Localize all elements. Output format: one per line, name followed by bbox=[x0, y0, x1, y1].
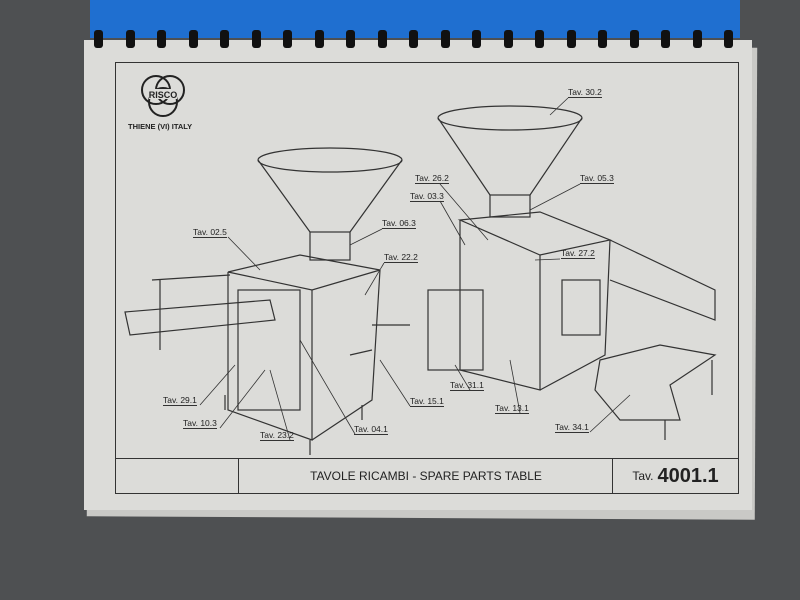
callout-label: Tav. 02.5 bbox=[193, 227, 227, 238]
spiral-ring bbox=[661, 30, 670, 48]
callout-label: Tav. 29.1 bbox=[163, 395, 197, 406]
spiral-ring bbox=[94, 30, 103, 48]
callout-label: Tav. 34.1 bbox=[555, 422, 589, 433]
spiral-ring bbox=[283, 30, 292, 48]
risco-logo: RISCO bbox=[141, 75, 185, 117]
spiral-ring bbox=[629, 30, 639, 48]
callout-label: Tav. 05.3 bbox=[580, 173, 614, 184]
tav-prefix: Tav. bbox=[632, 469, 654, 483]
tav-number: 4001.1 bbox=[657, 464, 719, 487]
spiral-ring bbox=[409, 30, 418, 48]
callout-label: Tav. 15.1 bbox=[410, 396, 444, 407]
tav-number-cell: Tav.4001.1 bbox=[612, 459, 738, 493]
right-machine-drawing bbox=[427, 105, 717, 440]
spiral-ring bbox=[472, 30, 481, 48]
spiral-ring bbox=[157, 30, 166, 48]
title-block: TAVOLE RICAMBI - SPARE PARTS TABLE Tav.4… bbox=[116, 458, 738, 493]
spiral-ring bbox=[724, 30, 733, 48]
callout-label: Tav. 30.2 bbox=[568, 87, 602, 98]
left-machine-drawing bbox=[124, 147, 410, 455]
manual-page bbox=[84, 40, 752, 510]
callout-label: Tav. 23.2 bbox=[260, 430, 294, 441]
spiral-ring bbox=[598, 30, 607, 48]
callout-label: Tav. 27.2 bbox=[561, 248, 595, 259]
spiral-ring bbox=[440, 30, 450, 48]
spiral-ring bbox=[346, 30, 355, 48]
drawing-frame: TAVOLE RICAMBI - SPARE PARTS TABLE Tav.4… bbox=[115, 62, 739, 494]
title-cell: TAVOLE RICAMBI - SPARE PARTS TABLE bbox=[238, 459, 613, 493]
callout-label: Tav. 10.3 bbox=[183, 418, 217, 429]
callout-label: Tav. 31.1 bbox=[450, 380, 484, 391]
spiral-ring bbox=[692, 30, 702, 48]
spiral-ring bbox=[188, 30, 198, 48]
spiral-ring bbox=[503, 30, 513, 48]
spiral-ring bbox=[125, 30, 135, 48]
spiral-ring bbox=[566, 30, 576, 48]
leader-lines bbox=[199, 97, 631, 441]
callout-label: Tav. 13.1 bbox=[495, 403, 529, 414]
title-text: TAVOLE RICAMBI - SPARE PARTS TABLE bbox=[310, 469, 542, 483]
spiral-ring bbox=[535, 30, 544, 48]
callout-label: Tav. 26.2 bbox=[415, 173, 449, 184]
callout-label: Tav. 03.3 bbox=[410, 191, 444, 202]
svg-text:RISCO: RISCO bbox=[149, 90, 178, 100]
location-text: THIENE (VI) ITALY bbox=[128, 122, 193, 131]
spiral-ring bbox=[377, 30, 387, 48]
callout-label: Tav. 04.1 bbox=[354, 424, 388, 435]
spiral-ring bbox=[251, 30, 261, 48]
callout-label: Tav. 22.2 bbox=[384, 252, 418, 263]
spiral-ring bbox=[220, 30, 229, 48]
callout-label: Tav. 06.3 bbox=[382, 218, 416, 229]
spiral-ring bbox=[314, 30, 324, 48]
spiral-binding bbox=[90, 30, 750, 50]
